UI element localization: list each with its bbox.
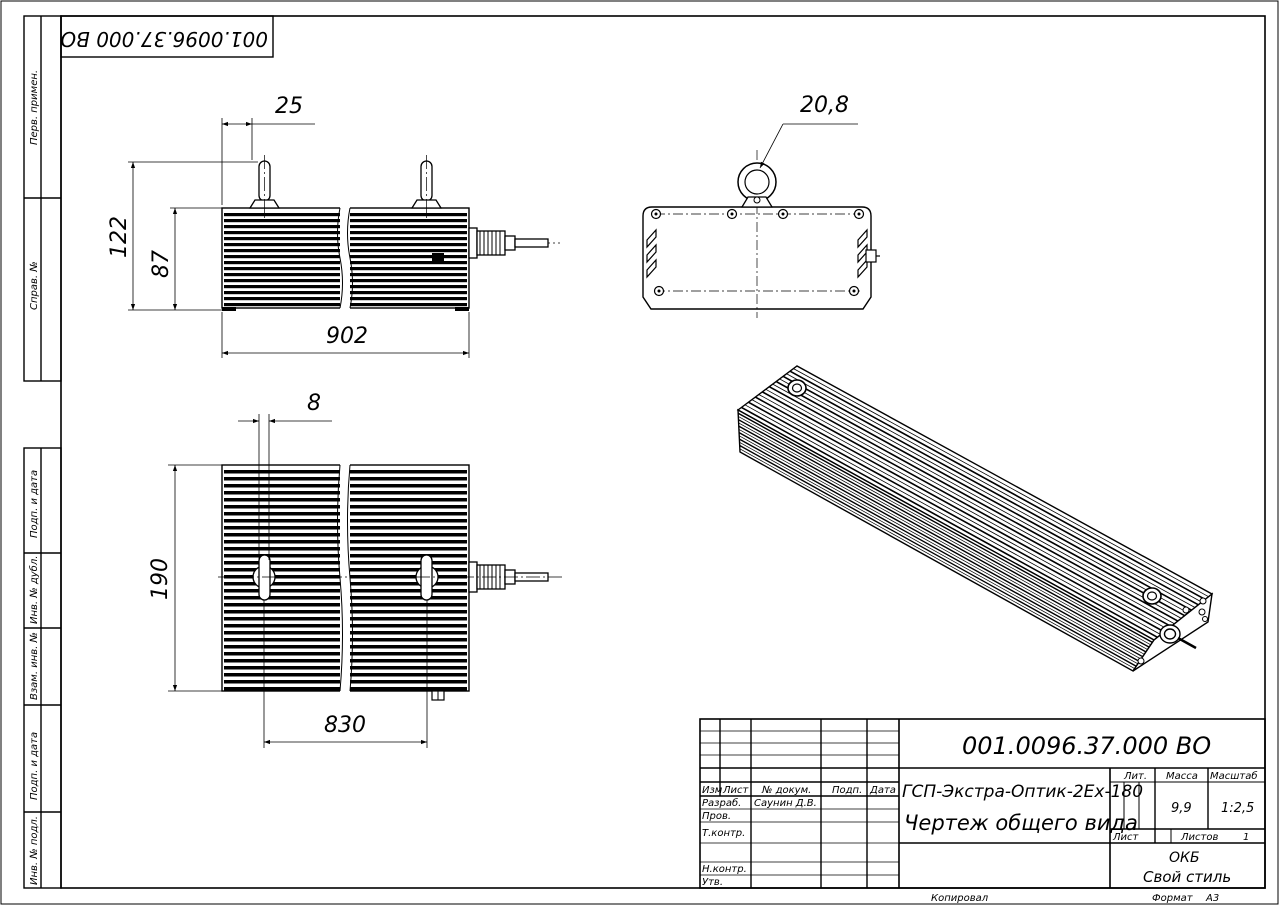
- iso-fin-line: [754, 396, 1172, 628]
- tb-masshtab: Масштаб: [1210, 770, 1258, 782]
- dim-902: 902: [326, 324, 368, 349]
- side-label-perv-primen: Перв. примен.: [29, 70, 40, 145]
- side-label-inv-podl: Инв. № подл.: [29, 816, 40, 885]
- dim-8: 8: [307, 391, 321, 416]
- side-label-sprav-no: Справ. №: [29, 261, 40, 310]
- tb-prov: Пров.: [702, 811, 731, 822]
- side-label-vzam-inv: Взам. инв. №: [29, 632, 40, 700]
- tb-col-list: Лист: [722, 785, 750, 796]
- front-view: 25 122 87 902: [107, 94, 560, 358]
- tb-col-docum: № докум.: [761, 785, 811, 796]
- iso-side-fin-line: [738, 422, 1148, 650]
- side-label-inv-dubl: Инв. № дубл.: [28, 556, 40, 624]
- tb-nkontr: Н.контр.: [702, 864, 747, 875]
- iso-fin-line: [772, 383, 1189, 614]
- iso-fin-line: [758, 394, 1175, 625]
- iso-side-fin-line: [738, 425, 1147, 653]
- tb-format-value: А3: [1205, 893, 1219, 904]
- end-view: 20,8: [642, 93, 880, 318]
- side-label-podp-data-2: Подп. и дата: [29, 732, 40, 800]
- iso-side-fin-line: [739, 442, 1139, 665]
- tb-masshtab-value: 1:2,5: [1221, 801, 1254, 816]
- dim-122: 122: [107, 216, 132, 258]
- tb-massa-value: 9,9: [1171, 801, 1192, 816]
- tb-col-data: Дата: [869, 785, 896, 796]
- tb-razrab: Разраб.: [702, 797, 741, 809]
- tb-listov-value: 1: [1243, 832, 1249, 843]
- isometric-fins: [737, 368, 1209, 669]
- iso-fin-line: [789, 370, 1206, 601]
- top-stamp: 001.0096.37.000 ВО: [60, 15, 274, 58]
- iso-side-fin-line: [739, 435, 1142, 660]
- tb-listov-label: Листов: [1180, 832, 1218, 843]
- tb-designation: 001.0096.37.000 ВО: [962, 732, 1211, 760]
- dim-25: 25: [275, 94, 303, 119]
- top-view: 8 190 830: [148, 391, 562, 748]
- tb-tkontr: Т.контр.: [702, 828, 745, 839]
- iso-fin-line: [744, 404, 1162, 635]
- tb-format-label: Формат: [1152, 893, 1194, 904]
- tb-utv: Утв.: [702, 877, 723, 888]
- iso-side-fin-line: [737, 412, 1153, 643]
- iso-fin-line: [765, 388, 1182, 619]
- side-label-podp-data-1: Подп. и дата: [29, 470, 40, 538]
- dim-190: 190: [148, 558, 173, 600]
- iso-side-fin-line: [738, 432, 1144, 658]
- iso-fin-line: [761, 391, 1179, 622]
- iso-fin-line: [741, 406, 1158, 638]
- iso-fin-line: [768, 386, 1186, 617]
- tb-col-podp: Подп.: [832, 785, 862, 796]
- iso-fin-line: [782, 375, 1199, 606]
- left-side-strips: [23, 15, 62, 889]
- dim-20-8: 20,8: [800, 93, 849, 118]
- iso-side-fin-line: [739, 438, 1140, 663]
- tb-massa: Масса: [1166, 771, 1198, 782]
- iso-fin-line: [751, 399, 1168, 630]
- iso-fin-line: [793, 368, 1209, 598]
- tb-org-line1: ОКБ: [1169, 850, 1200, 866]
- tb-doc-name: Чертеж общего вида: [904, 811, 1138, 835]
- iso-fin-line: [748, 401, 1165, 633]
- iso-side-fin-line: [738, 429, 1145, 655]
- tb-razrab-name: Саунин Д.В.: [754, 798, 817, 809]
- iso-side-fin-line: [738, 419, 1150, 648]
- top-stamp-text: 001.0096.37.000 ВО: [60, 27, 268, 51]
- tb-col-izm: Изм: [702, 785, 723, 796]
- iso-side-fin-line: [739, 444, 1137, 667]
- tb-list-label: Лист: [1112, 832, 1140, 843]
- iso-side-fin-line: [739, 448, 1135, 669]
- tb-org-line2: Свой стиль: [1143, 868, 1231, 886]
- tb-kopiroval: Копировал: [931, 893, 989, 904]
- tb-product-name: ГСП-Экстра-Оптик-2Ех-180: [902, 782, 1143, 802]
- dim-87: 87: [149, 250, 174, 278]
- iso-fin-line: [786, 373, 1202, 603]
- iso-fin-line: [775, 380, 1192, 611]
- isometric-view: [736, 365, 1214, 672]
- iso-fin-line: [779, 378, 1196, 608]
- tb-lit: Лит.: [1123, 771, 1147, 782]
- title-block: [699, 718, 1266, 889]
- iso-side-fin-line: [738, 416, 1151, 646]
- dim-830: 830: [324, 713, 366, 738]
